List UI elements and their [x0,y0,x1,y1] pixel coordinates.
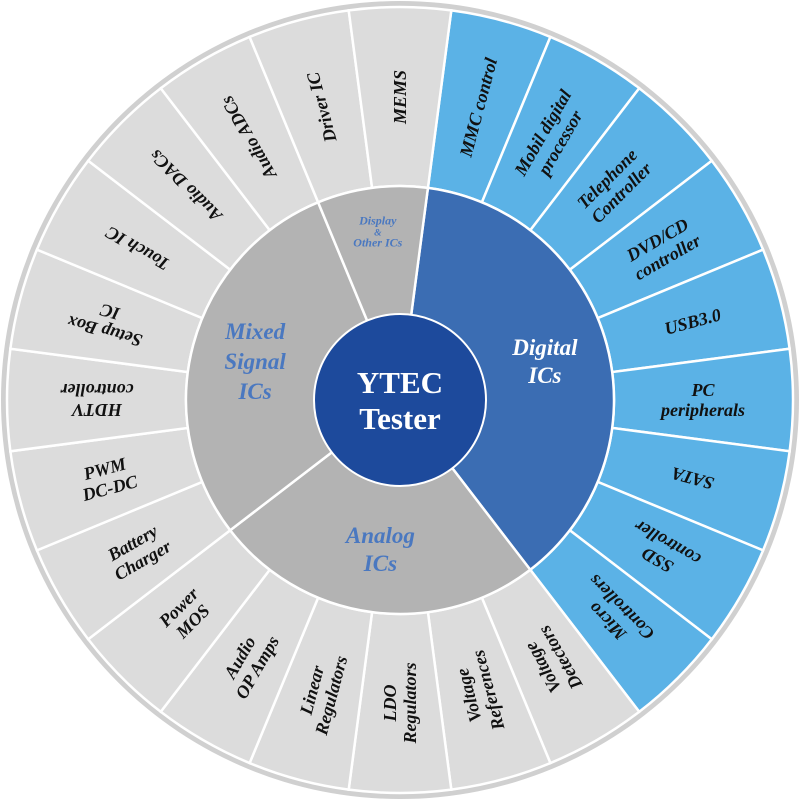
segment-label-hdtv-controller: HDTVcontroller [60,380,134,420]
center-hub: YTEC Tester [313,313,487,487]
category-label-display: Display&Other ICs [353,214,402,250]
category-label-line: Other ICs [353,236,402,250]
segment-label-line: controller [60,380,134,400]
category-label-line: Signal [224,349,286,374]
segment-label-line: Regulators [400,662,420,744]
category-label-line: ICs [237,379,271,404]
category-label-line: ICs [363,551,397,576]
outer-ring [5,5,795,795]
segment-label-line: HDTV [70,400,123,420]
segment-label-ldo-regulators: LDORegulators [380,662,420,744]
segment-label-line: peripherals [659,400,745,420]
segment-label-mems: MEMS [390,70,410,125]
segment-label-line: LDO [380,685,400,723]
center-title-line1: YTEC [357,365,443,400]
category-label-line: Mixed [224,319,286,344]
center-circle [313,313,487,487]
category-label-line: Display [358,214,397,228]
category-label-line: Digital [511,335,578,360]
category-label-line: Analog [344,523,415,548]
segment-label-line: PC [690,380,715,400]
center-title-line2: Tester [359,401,441,436]
category-label-line: & [374,228,382,239]
segment-label-dvd-cd-controller: DVD/CDcontroller [621,212,705,284]
category-label-line: ICs [527,363,561,388]
segment-label-line: MEMS [390,70,410,125]
